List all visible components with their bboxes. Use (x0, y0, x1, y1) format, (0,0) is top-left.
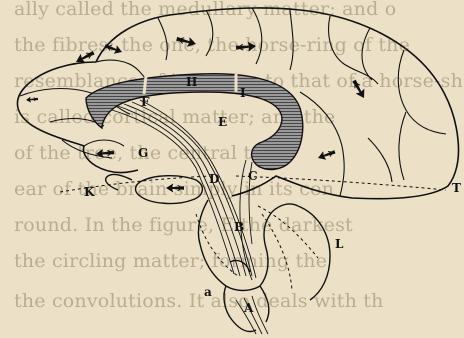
label-L: L (335, 237, 344, 251)
label-B: B (234, 220, 244, 234)
label-T: T (452, 181, 461, 195)
label-A: A (243, 301, 254, 315)
label-I: I (240, 86, 246, 100)
label-F: F (141, 95, 150, 109)
label-D: D (209, 172, 219, 186)
convolution-lines (20, 8, 446, 196)
label-G: G (138, 146, 148, 160)
label-a: a (204, 285, 212, 299)
label-H: H (186, 75, 197, 89)
brainstem-structures (106, 174, 330, 331)
flow-arrows (26, 34, 369, 193)
fibre-tracts (112, 100, 268, 334)
label-C: C (248, 169, 258, 183)
hemisphere-outline (17, 8, 458, 199)
label-E: E (218, 115, 227, 129)
label-K: K (84, 185, 95, 199)
dashed-guides (60, 176, 446, 290)
